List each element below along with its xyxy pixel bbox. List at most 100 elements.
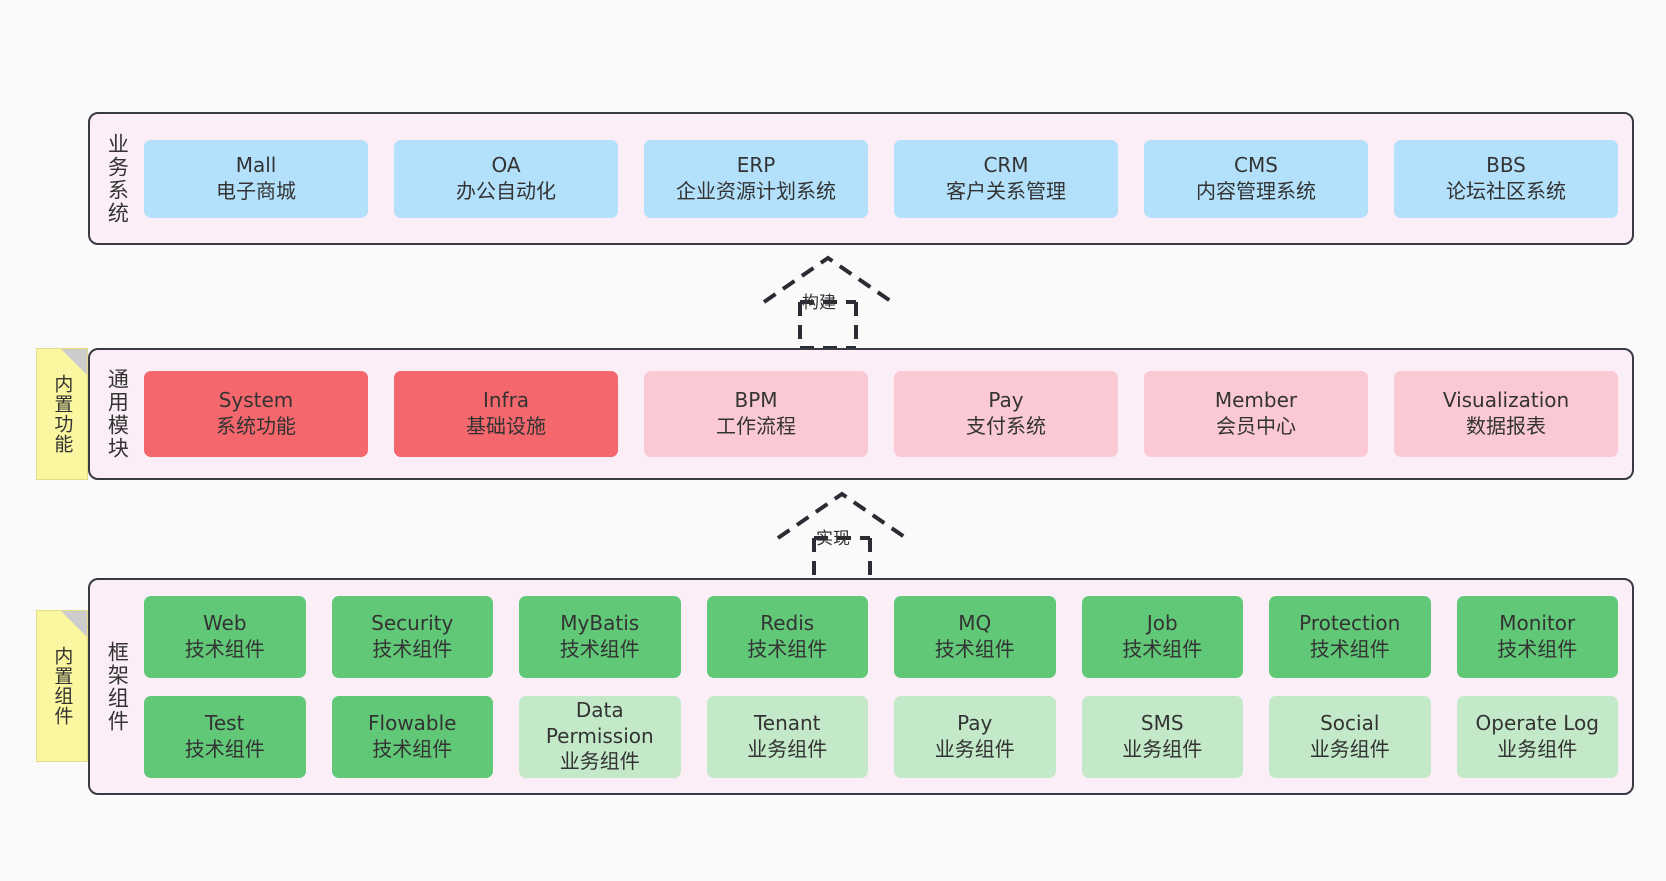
card-bbs-title: BBS bbox=[1486, 152, 1526, 177]
card-pay-component-subtitle: 业务组件 bbox=[934, 736, 1015, 761]
card-visualization-title: Visualization bbox=[1442, 388, 1570, 413]
card-test[interactable]: Test 技术组件 bbox=[144, 695, 306, 778]
card-data-permission[interactable]: Data Permission 业务组件 bbox=[519, 695, 681, 778]
card-visualization[interactable]: Visualization 数据报表 bbox=[1394, 371, 1618, 457]
layer-business-system-title: 业务系统 bbox=[105, 132, 130, 225]
layer-framework-components: 框架组件 Web 技术组件 Security 技术组件 MyBatis 技术组件… bbox=[88, 578, 1634, 795]
sticky-note-builtin-component-label: 内置组件 bbox=[51, 646, 74, 726]
layer-framework-components-title: 框架组件 bbox=[105, 640, 130, 733]
card-pay-module[interactable]: Pay 支付系统 bbox=[894, 371, 1118, 457]
card-bpm-title: BPM bbox=[734, 388, 778, 413]
card-mq-title: MQ bbox=[958, 610, 992, 635]
card-tenant-subtitle: 业务组件 bbox=[747, 736, 828, 761]
card-tenant[interactable]: Tenant 业务组件 bbox=[706, 695, 868, 778]
card-pay-component[interactable]: Pay 业务组件 bbox=[894, 695, 1056, 778]
card-monitor-subtitle: 技术组件 bbox=[1497, 636, 1578, 661]
connector-realize-label: 实现 bbox=[816, 529, 850, 549]
card-visualization-subtitle: 数据报表 bbox=[1466, 414, 1546, 438]
card-protection-title: Protection bbox=[1299, 610, 1401, 635]
card-member-subtitle: 会员中心 bbox=[1216, 414, 1296, 438]
card-erp-title: ERP bbox=[736, 152, 776, 177]
card-mall-title: Mall bbox=[235, 152, 277, 177]
card-erp-subtitle: 企业资源计划系统 bbox=[676, 178, 836, 203]
card-cms-title: CMS bbox=[1234, 152, 1278, 177]
card-bbs-subtitle: 论坛社区系统 bbox=[1446, 178, 1566, 203]
card-bpm-subtitle: 工作流程 bbox=[716, 414, 796, 438]
layer-common-modules-title: 通用模块 bbox=[105, 368, 130, 460]
card-operate-log-subtitle: 业务组件 bbox=[1497, 736, 1578, 761]
sticky-note-builtin-function-label: 内置功能 bbox=[51, 374, 74, 454]
card-bbs[interactable]: BBS 论坛社区系统 bbox=[1394, 139, 1618, 218]
card-erp[interactable]: ERP 企业资源计划系统 bbox=[644, 139, 868, 218]
card-monitor[interactable]: Monitor 技术组件 bbox=[1456, 595, 1618, 678]
card-bpm[interactable]: BPM 工作流程 bbox=[644, 371, 868, 457]
module-card-row: System 系统功能 Infra 基础设施 BPM 工作流程 Pay 支付系统… bbox=[144, 371, 1618, 457]
card-monitor-title: Monitor bbox=[1499, 610, 1576, 635]
card-oa-title: OA bbox=[491, 152, 521, 177]
sticky-note-builtin-function: 内置功能 bbox=[36, 348, 88, 480]
card-data-permission-title: Data Permission bbox=[545, 698, 654, 748]
card-infra-title: Infra bbox=[482, 388, 530, 413]
card-mybatis-title: MyBatis bbox=[560, 610, 640, 635]
card-mybatis-subtitle: 技术组件 bbox=[559, 636, 640, 661]
card-crm-title: CRM bbox=[983, 152, 1029, 177]
connector-realize: 实现 bbox=[752, 488, 932, 588]
card-sms-title: SMS bbox=[1140, 710, 1184, 735]
business-card-row: Mall 电子商城 OA 办公自动化 ERP 企业资源计划系统 CRM 客户关系… bbox=[144, 139, 1618, 218]
card-social-title: Social bbox=[1320, 710, 1380, 735]
layer-business-system: 业务系统 Mall 电子商城 OA 办公自动化 ERP 企业资源计划系统 CRM… bbox=[88, 112, 1634, 245]
card-redis-title: Redis bbox=[760, 610, 815, 635]
sticky-fold-corner-icon bbox=[61, 349, 87, 375]
framework-biz-row: Test 技术组件 Flowable 技术组件 Data Permission … bbox=[144, 695, 1618, 778]
card-job[interactable]: Job 技术组件 bbox=[1081, 595, 1243, 678]
card-mall-subtitle: 电子商城 bbox=[216, 178, 296, 203]
card-redis-subtitle: 技术组件 bbox=[747, 636, 828, 661]
card-security-title: Security bbox=[371, 610, 454, 635]
card-mq-subtitle: 技术组件 bbox=[934, 636, 1015, 661]
card-mybatis[interactable]: MyBatis 技术组件 bbox=[519, 595, 681, 678]
card-oa[interactable]: OA 办公自动化 bbox=[394, 139, 618, 218]
card-job-subtitle: 技术组件 bbox=[1122, 636, 1203, 661]
layer-business-system-body: Mall 电子商城 OA 办公自动化 ERP 企业资源计划系统 CRM 客户关系… bbox=[144, 114, 1632, 243]
card-social-subtitle: 业务组件 bbox=[1309, 736, 1390, 761]
card-oa-subtitle: 办公自动化 bbox=[456, 178, 556, 203]
card-cms[interactable]: CMS 内容管理系统 bbox=[1144, 139, 1368, 218]
card-protection-subtitle: 技术组件 bbox=[1309, 636, 1390, 661]
connector-build-label: 构建 bbox=[802, 293, 836, 313]
card-redis[interactable]: Redis 技术组件 bbox=[706, 595, 868, 678]
card-cms-subtitle: 内容管理系统 bbox=[1196, 178, 1316, 203]
card-mq[interactable]: MQ 技术组件 bbox=[894, 595, 1056, 678]
card-crm[interactable]: CRM 客户关系管理 bbox=[894, 139, 1118, 218]
card-system-subtitle: 系统功能 bbox=[216, 414, 296, 438]
card-protection[interactable]: Protection 技术组件 bbox=[1269, 595, 1431, 678]
card-infra[interactable]: Infra 基础设施 bbox=[394, 371, 618, 457]
card-mall[interactable]: Mall 电子商城 bbox=[144, 139, 368, 218]
connector-build: 构建 bbox=[738, 252, 918, 352]
card-sms-subtitle: 业务组件 bbox=[1122, 736, 1203, 761]
card-flowable-subtitle: 技术组件 bbox=[372, 736, 453, 761]
card-social[interactable]: Social 业务组件 bbox=[1269, 695, 1431, 778]
card-infra-subtitle: 基础设施 bbox=[466, 414, 546, 438]
card-operate-log-title: Operate Log bbox=[1475, 710, 1599, 735]
card-web-title: Web bbox=[202, 610, 247, 635]
card-tenant-title: Tenant bbox=[753, 710, 821, 735]
framework-tech-row: Web 技术组件 Security 技术组件 MyBatis 技术组件 Redi… bbox=[144, 595, 1618, 678]
sticky-fold-corner-icon bbox=[61, 611, 87, 637]
layer-common-modules-body: System 系统功能 Infra 基础设施 BPM 工作流程 Pay 支付系统… bbox=[144, 350, 1632, 478]
card-web[interactable]: Web 技术组件 bbox=[144, 595, 306, 678]
card-operate-log[interactable]: Operate Log 业务组件 bbox=[1456, 695, 1618, 778]
card-test-title: Test bbox=[205, 710, 245, 735]
card-pay-module-title: Pay bbox=[988, 388, 1024, 413]
card-test-subtitle: 技术组件 bbox=[184, 736, 265, 761]
card-pay-component-title: Pay bbox=[957, 710, 993, 735]
card-member[interactable]: Member 会员中心 bbox=[1144, 371, 1368, 457]
card-pay-module-subtitle: 支付系统 bbox=[966, 414, 1046, 438]
card-sms[interactable]: SMS 业务组件 bbox=[1081, 695, 1243, 778]
card-member-title: Member bbox=[1214, 388, 1298, 413]
card-system[interactable]: System 系统功能 bbox=[144, 371, 368, 457]
card-crm-subtitle: 客户关系管理 bbox=[946, 178, 1066, 203]
card-flowable[interactable]: Flowable 技术组件 bbox=[331, 695, 493, 778]
card-job-title: Job bbox=[1146, 610, 1178, 635]
card-security[interactable]: Security 技术组件 bbox=[331, 595, 493, 678]
